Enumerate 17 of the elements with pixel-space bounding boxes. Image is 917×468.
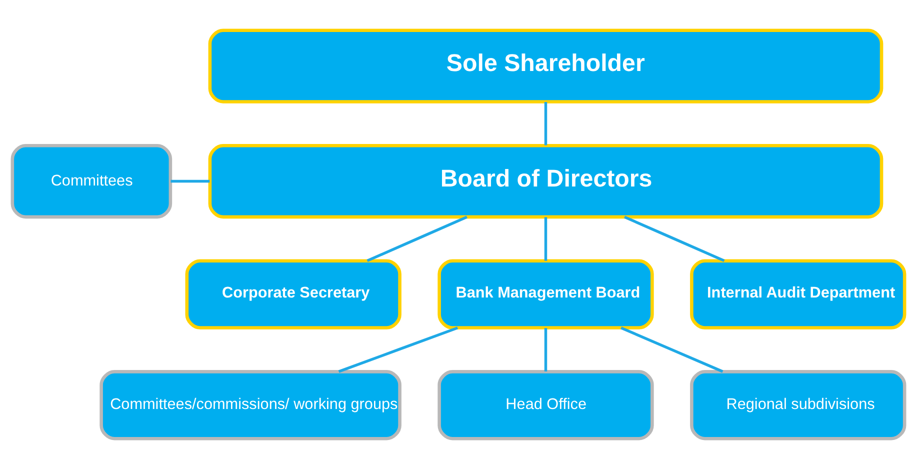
connector — [544, 216, 548, 260]
connector — [366, 215, 468, 262]
node-box: Internal Audit Department — [690, 258, 906, 329]
connector — [620, 326, 724, 372]
connector — [544, 101, 548, 145]
node-box: Sole Shareholder — [208, 28, 884, 103]
node-box: Corporate Secretary — [185, 258, 402, 329]
connector — [544, 328, 548, 371]
node-box: Committees — [10, 143, 172, 218]
connector — [338, 326, 458, 372]
connector — [170, 179, 210, 182]
node-box: Head Office — [438, 370, 654, 440]
connector — [624, 215, 725, 262]
node-box: Regional subdivisions — [690, 370, 906, 440]
node-box: Board of Directors — [208, 143, 884, 218]
node-box: Bank Management Board — [438, 258, 654, 329]
node-box: Committees/commissions/ working groups — [100, 370, 402, 440]
